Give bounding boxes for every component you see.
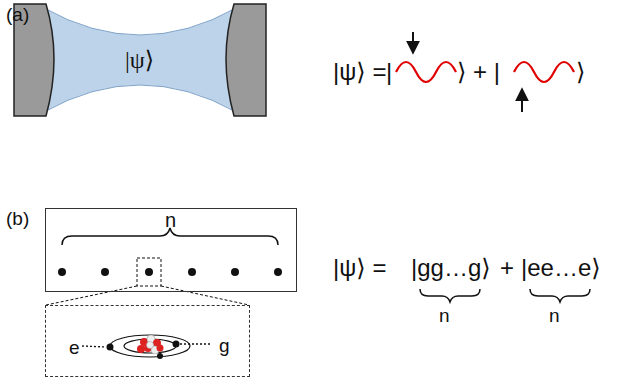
- wave-up: [396, 62, 456, 82]
- node-label: |ψ⟩: [125, 48, 154, 72]
- node-arrow: [521, 90, 523, 112]
- node-label: g: [219, 336, 230, 355]
- equation-text: |ψ⟩ =: [333, 60, 386, 84]
- node-label: n: [165, 210, 176, 230]
- atom-zoom-box: eg: [45, 305, 250, 377]
- atom-chain-box: n: [45, 208, 297, 292]
- equation-text: ⟩ + |: [457, 60, 500, 84]
- equation-text: |ψ⟩ =: [333, 256, 386, 280]
- node-label: e: [69, 338, 80, 357]
- equation-text: ⟩: [576, 60, 585, 84]
- equation-text: +: [500, 256, 514, 280]
- equation-text: |gg…g⟩: [411, 256, 491, 280]
- cavity-mode: |ψ⟩: [60, 30, 220, 90]
- node-arrow: [412, 32, 414, 52]
- underbrace: [530, 289, 590, 302]
- zoom-lines: [46, 286, 249, 305]
- cavity-field: [44, 8, 236, 112]
- right-mirror: [226, 4, 266, 116]
- wave-shifted: [514, 62, 574, 82]
- zoom-marker: [137, 258, 161, 286]
- panel-label: (a): [6, 5, 29, 24]
- equation-text: |: [386, 60, 392, 84]
- bracket: [62, 228, 278, 245]
- atom-dots: [58, 268, 282, 276]
- equation-text: n: [549, 306, 560, 325]
- panel-label: (b): [6, 209, 29, 228]
- equation-text: |ee…e⟩: [521, 256, 601, 280]
- underbrace: [420, 289, 480, 302]
- equation-text: n: [439, 306, 450, 325]
- atom: [82, 335, 212, 359]
